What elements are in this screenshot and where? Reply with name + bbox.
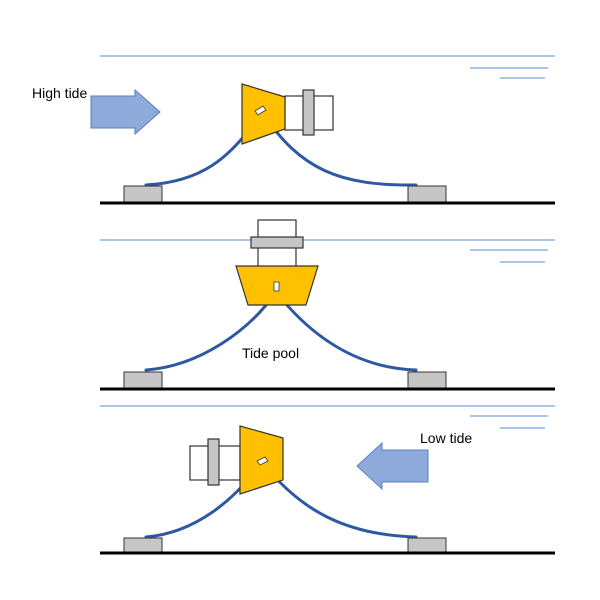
rope-attachment-slot <box>273 281 280 292</box>
anchor-block <box>407 185 447 203</box>
rope-attachment-slot <box>254 105 267 116</box>
float-buoy <box>241 83 286 145</box>
current-arrow-right <box>90 88 161 136</box>
turbine-flange <box>207 438 220 486</box>
panel-tide-pool: Tide pool <box>100 219 555 391</box>
anchor-block <box>123 185 163 203</box>
panel-high-tide: High tide <box>32 55 555 205</box>
low-tide-label: Low tide <box>420 430 472 446</box>
anchor-block <box>407 371 447 389</box>
panel-low-tide: Low tide <box>100 405 555 555</box>
current-arrow-left <box>356 441 429 491</box>
mooring-rope <box>274 290 418 372</box>
high-tide-label: High tide <box>32 85 87 101</box>
tide-pool-label: Tide pool <box>242 345 299 361</box>
rope-attachment-slot <box>256 456 269 466</box>
turbine-flange <box>302 89 315 136</box>
turbine-flange <box>250 236 304 249</box>
anchor-block <box>123 371 163 389</box>
